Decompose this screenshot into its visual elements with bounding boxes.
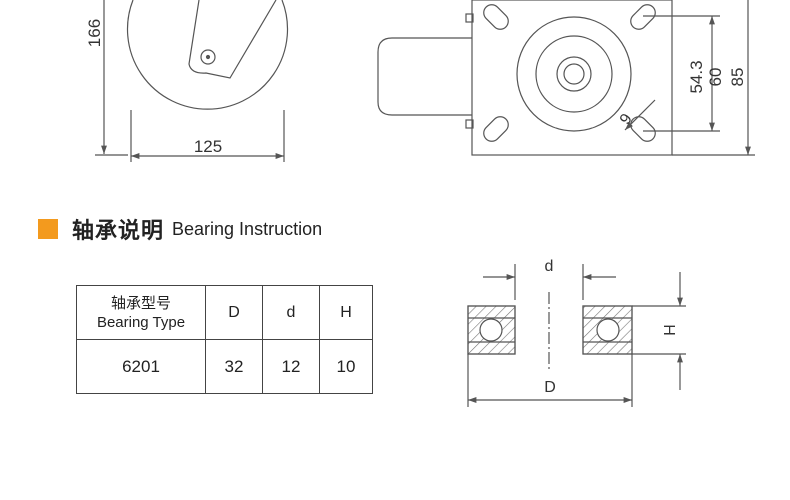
section-title-en: Bearing Instruction: [172, 218, 323, 239]
dim-hole-size: 9: [617, 111, 636, 128]
axle-center: [205, 54, 211, 60]
section-header: 轴承说明 Bearing Instruction: [38, 214, 322, 244]
inner-race: [556, 56, 592, 92]
stem-nub-top: [465, 13, 474, 23]
cell-d: 12: [262, 339, 320, 394]
center-hole: [563, 63, 585, 85]
axle-circle: [200, 49, 216, 65]
stem-outline: [377, 37, 472, 116]
bearing-ball-left: [479, 318, 503, 342]
header-H: H: [319, 285, 373, 340]
bearing-label-d: d: [545, 258, 554, 275]
header-d: d: [262, 285, 320, 340]
stem-nub-bottom: [465, 119, 474, 129]
dim-9-line: [624, 99, 656, 131]
mount-hole-tr: [630, 4, 656, 30]
header-type-cn: 轴承型号: [110, 293, 171, 312]
dim-hole-spacing: 54.3: [687, 60, 706, 93]
header-bearing-type: 轴承型号 Bearing Type: [76, 285, 206, 340]
outer-race: [516, 16, 632, 132]
bearing-spec-table: 轴承型号 Bearing Type D d H 6201 32 12 10: [76, 285, 373, 394]
bearing-label-H: H: [660, 324, 677, 336]
dim-plate-size: 85: [728, 68, 747, 87]
wheel-outline: [126, 0, 289, 110]
mount-hole-tl: [483, 4, 509, 30]
bearing-diagram: [467, 264, 686, 407]
dim-wheel-height: 166: [85, 19, 104, 47]
caster-side-view: [95, 0, 289, 162]
table-row: 6201 32 12 10: [76, 339, 373, 394]
section-marker: [38, 219, 58, 239]
header-type-en: Bearing Type: [96, 313, 186, 331]
bearing-ball-right: [596, 318, 620, 342]
table-header-row: 轴承型号 Bearing Type D d H: [76, 285, 373, 340]
header-D: D: [205, 285, 263, 340]
dim-wheel-diameter: 125: [194, 137, 222, 156]
top-plate: [471, 0, 673, 156]
fork-arm: [188, 0, 277, 79]
cell-H: 10: [319, 339, 373, 394]
middle-race: [535, 35, 613, 113]
mount-hole-br: [630, 116, 656, 142]
cell-D: 32: [205, 339, 263, 394]
caster-top-view: [377, 0, 755, 156]
mount-hole-bl: [483, 116, 509, 142]
cell-bearing-type: 6201: [76, 339, 206, 394]
section-title-cn: 轴承说明: [72, 219, 165, 244]
dim-hole-spacing-outer: 60: [706, 68, 725, 87]
bearing-label-D: D: [544, 379, 556, 396]
